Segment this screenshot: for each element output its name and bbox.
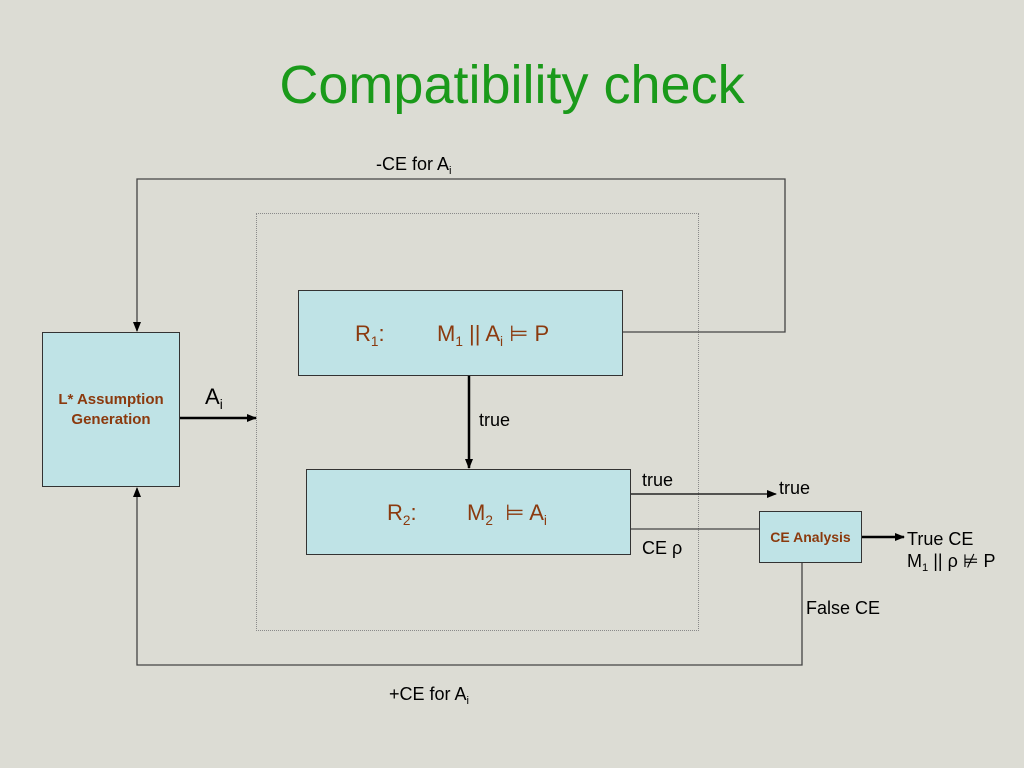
bottom-feedback-label: +CE for Ai	[389, 684, 470, 707]
r2-true-label: true	[642, 470, 674, 490]
r1-rule-label: R1:	[355, 321, 385, 349]
r2-rule-label: R2:	[387, 500, 417, 528]
rule-r2-box: R2: M2 ⊨ Ai	[306, 469, 631, 555]
ce-analysis-box: CE Analysis	[759, 511, 862, 563]
false-ce-label: False CE	[806, 598, 881, 618]
lstar-assumption-box: L* Assumption Generation	[42, 332, 180, 487]
true-ce-label: True CE	[907, 529, 974, 549]
lstar-label-line1: L* Assumption	[58, 391, 164, 408]
page-title: Compatibility check	[279, 55, 745, 115]
rule-r1-box: R1: M1 || Ai ⊨ P	[298, 290, 623, 376]
top-feedback-label: -CE for Ai	[376, 154, 452, 177]
ce-rho-label: CE ρ	[642, 538, 683, 558]
r1-to-r2-label: true	[479, 410, 511, 430]
bottom-feedback-edge	[133, 487, 803, 666]
true-ce-formula: M1 || ρ ⊭ P	[907, 551, 996, 574]
assumption-label: Ai	[205, 384, 223, 412]
true-output-label: true	[779, 478, 811, 498]
lstar-label-line2: Generation	[71, 411, 151, 428]
top-feedback-edge	[133, 178, 786, 333]
r2-formula: M2 ⊨ Ai	[467, 500, 547, 528]
ce-analysis-label: CE Analysis	[770, 529, 851, 545]
r1-formula: M1 || Ai ⊨ P	[437, 321, 550, 349]
assume-guarantee-region	[256, 213, 699, 631]
